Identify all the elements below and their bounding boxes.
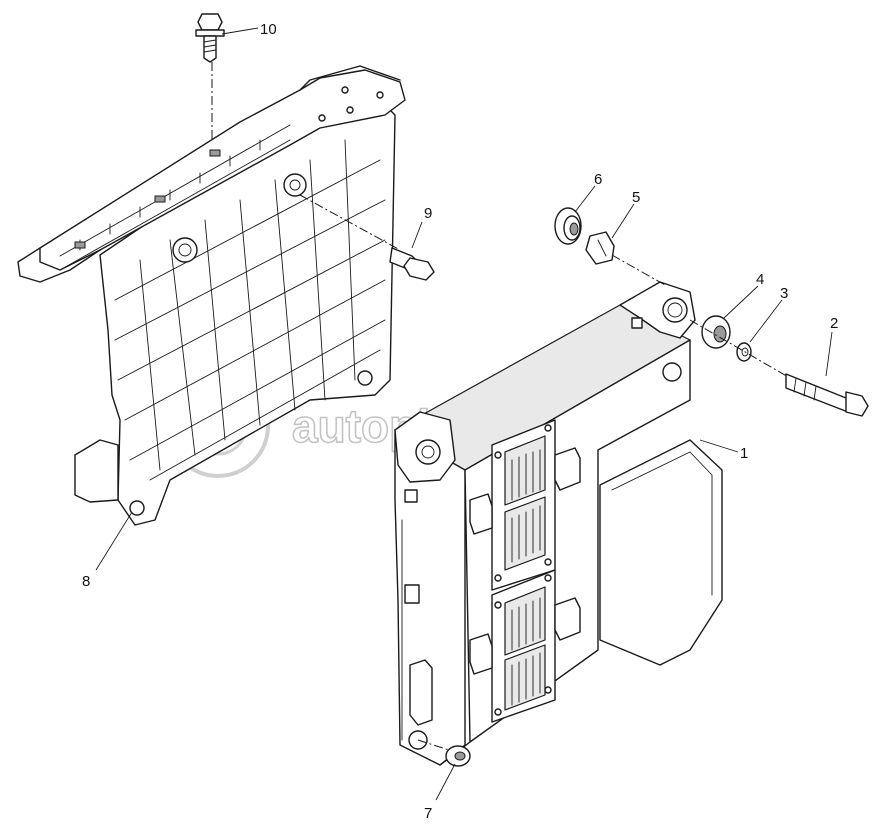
callout-labels: 1 2 3 4 5 6 7 8 9 10 [82, 21, 838, 822]
bolt-9 [299, 194, 435, 281]
callout-8: 8 [82, 573, 90, 590]
ecu-unit [394, 281, 723, 766]
washer-4 [701, 315, 731, 349]
callout-10: 10 [260, 21, 277, 38]
bolt-10 [195, 13, 225, 140]
callout-9: 9 [424, 205, 432, 222]
callout-4: 4 [756, 271, 764, 288]
callout-1: 1 [740, 445, 748, 462]
leader-lines [95, 27, 833, 801]
washer-3 [736, 342, 752, 362]
callout-2: 2 [830, 315, 838, 332]
sleeve-5 [585, 231, 666, 286]
bolt-2 [689, 319, 869, 417]
callout-7: 7 [424, 805, 432, 822]
callout-5: 5 [632, 189, 640, 206]
callout-6: 6 [594, 171, 602, 188]
grommet-6 [554, 207, 582, 245]
washer-7 [417, 739, 471, 767]
callout-3: 3 [780, 285, 788, 302]
